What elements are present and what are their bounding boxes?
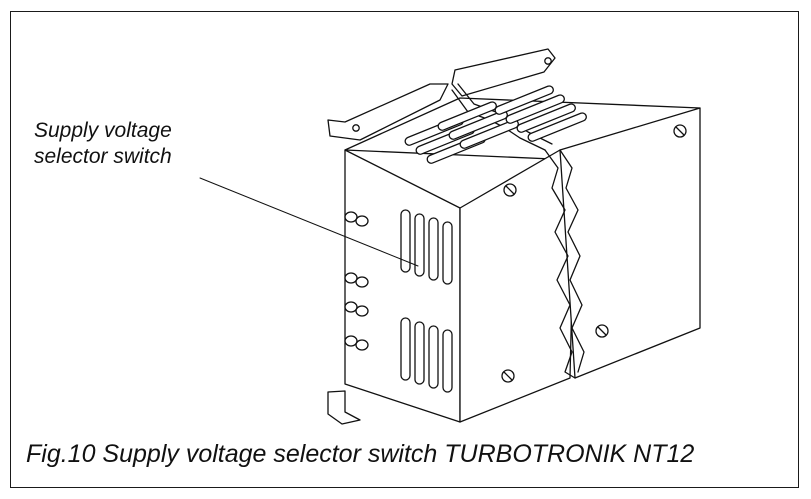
front-vents-lower (400, 317, 453, 393)
callout-line-1: Supply voltage (34, 119, 172, 142)
callout-leader (199, 177, 419, 267)
callout-label: Supply voltage selector switch (34, 118, 172, 170)
top-right-bracket (451, 48, 556, 97)
cutaway-top (451, 89, 546, 151)
side-face-left (459, 149, 576, 423)
screw-heads (501, 124, 687, 383)
bracket-hole (352, 124, 360, 132)
bracket-hole (544, 57, 552, 65)
side-face-right (559, 107, 701, 379)
figure-caption: Fig.10 Supply voltage selector switch TU… (26, 440, 695, 468)
cutaway-edge (544, 149, 576, 379)
terminal-posts (344, 211, 369, 351)
bottom-flange (327, 390, 361, 425)
cutaway-edge (559, 149, 585, 373)
front-vents-upper (400, 209, 453, 285)
callout-line-2: selector switch (34, 145, 172, 168)
top-vents (404, 85, 587, 164)
